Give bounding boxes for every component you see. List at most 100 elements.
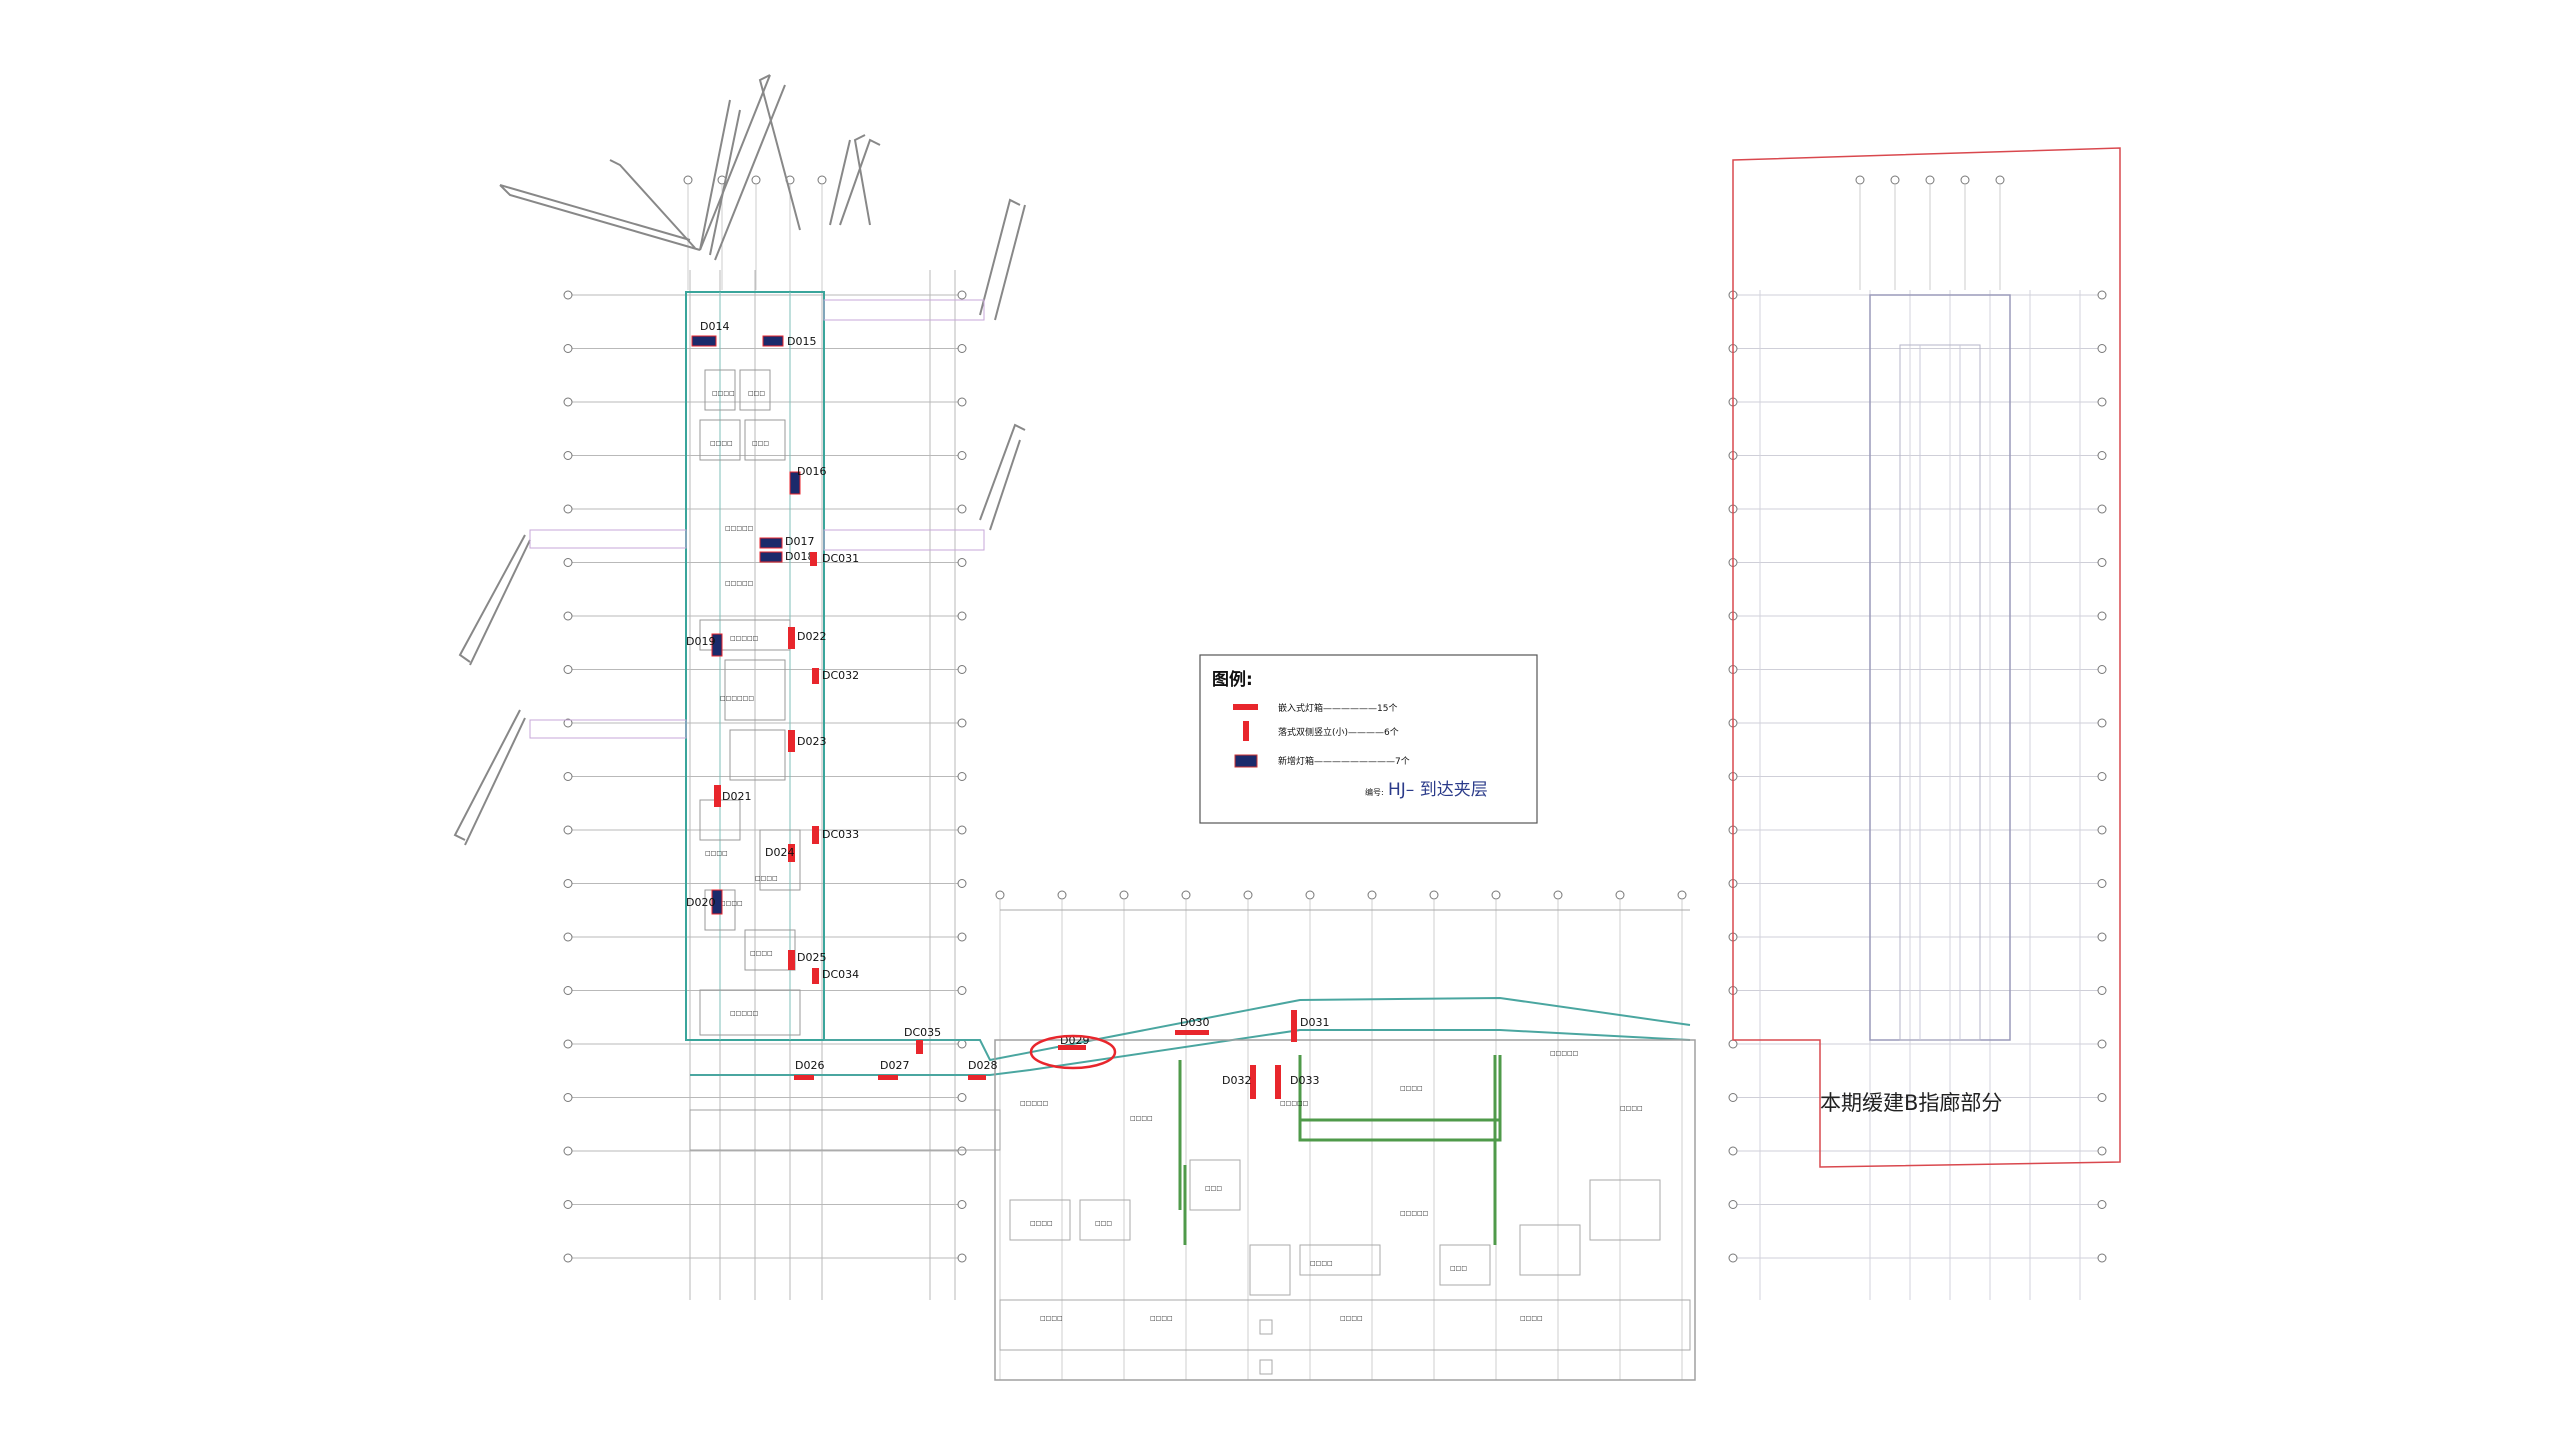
axis-bubble — [563, 665, 573, 674]
svg-text:□□□□: □□□□ — [710, 440, 733, 447]
legend-box: 图例: 嵌入式灯箱——————15个 落式双侧竖立(小)————6个 新增灯箱—… — [1199, 654, 1538, 824]
legend-swatch-standing — [1243, 721, 1249, 741]
axis-bubble — [1890, 175, 1900, 185]
axis-bubble — [563, 986, 573, 995]
axis-bubble — [1728, 1200, 1738, 1209]
svg-text:□□□□: □□□□ — [755, 875, 778, 882]
marker-dc031 — [810, 552, 817, 566]
axis-bubble — [957, 772, 967, 781]
axis-bubble — [957, 718, 967, 728]
left-pier: □□□□□□□ □□□□□□□ □□□□□□□□□□ □□□□□□□□□□□ □… — [529, 291, 985, 1041]
axis-bubble — [563, 825, 573, 835]
axis-bubble — [2097, 1146, 2107, 1156]
marker-label-dc033: DC033 — [822, 828, 859, 841]
axis-bubble — [563, 879, 573, 888]
axis-grid — [563, 175, 2107, 1380]
marker-d020 — [711, 889, 723, 915]
legend-item-embedded: 嵌入式灯箱——————15个 — [1278, 702, 1397, 714]
marker-d033 — [1275, 1065, 1281, 1099]
axis-bubble — [1243, 890, 1253, 900]
axis-bubble — [563, 1146, 573, 1156]
axis-bubble — [2097, 290, 2107, 300]
legend-swatch-embedded — [1233, 704, 1258, 710]
marker-label-d030: D030 — [1180, 1016, 1209, 1029]
svg-text:□□□□: □□□□ — [1150, 1315, 1173, 1322]
jet-bridges — [453, 74, 1026, 846]
axis-bubble — [2097, 1253, 2107, 1263]
axis-bubble — [1728, 1146, 1738, 1156]
marker-d029 — [1058, 1045, 1086, 1050]
marker-label-d023: D023 — [797, 735, 826, 748]
marker-d030 — [1175, 1030, 1209, 1035]
axis-bubble — [563, 344, 573, 353]
axis-bubble — [957, 451, 967, 460]
axis-bubble — [957, 1253, 967, 1263]
marker-dc035 — [916, 1040, 923, 1054]
axis-bubble — [957, 879, 967, 888]
axis-bubble — [563, 1093, 573, 1102]
axis-bubble — [957, 611, 967, 621]
svg-text:□□□: □□□ — [752, 440, 769, 447]
marker-label-d025: D025 — [797, 951, 826, 964]
marker-label-dc031: DC031 — [822, 552, 859, 565]
svg-text:□□□□: □□□□ — [720, 900, 743, 907]
marker-d021 — [714, 785, 721, 807]
axis-bubble — [1855, 175, 1865, 185]
axis-bubble — [563, 397, 573, 407]
axis-bubble — [957, 504, 967, 514]
deferred-note: 本期缓建B指廊部分 — [1820, 1091, 2002, 1115]
marker-label-d015: D015 — [787, 335, 816, 348]
svg-text:□□□□: □□□□ — [1040, 1315, 1063, 1322]
axis-bubble — [2097, 718, 2107, 728]
axis-bubble — [1367, 890, 1377, 900]
axis-bubble — [2097, 772, 2107, 781]
svg-text:□□□□: □□□□ — [1620, 1105, 1643, 1112]
marker-d028 — [968, 1075, 986, 1080]
axis-bubble — [1728, 1039, 1738, 1049]
axis-bubble — [563, 1039, 573, 1049]
axis-bubble — [563, 451, 573, 460]
axis-bubble — [1615, 890, 1625, 900]
svg-text:□□□□: □□□□ — [1520, 1315, 1543, 1322]
axis-bubble — [2097, 344, 2107, 353]
deferred-boundary — [1732, 147, 2121, 1168]
axis-bubble — [2097, 665, 2107, 674]
axis-bubble — [2097, 397, 2107, 407]
svg-text:□□□□: □□□□ — [1130, 1115, 1153, 1122]
axis-bubble — [2097, 611, 2107, 621]
marker-label-d020: D020 — [686, 896, 715, 909]
marker-d018 — [759, 551, 783, 563]
svg-text:□□□□: □□□□ — [705, 850, 728, 857]
axis-bubble — [563, 718, 573, 728]
axis-bubble — [957, 1146, 967, 1156]
marker-d015 — [762, 335, 784, 347]
central-block: □□□□□□□□□ □□□□□□□□□ □□□□□□□□□ □□□□□□ □□□… — [689, 1039, 1696, 1381]
marker-d017 — [759, 537, 783, 549]
marker-d024 — [788, 844, 795, 862]
axis-bubble — [2097, 451, 2107, 460]
svg-text:□□□: □□□ — [1450, 1265, 1467, 1272]
axis-bubble — [1960, 175, 1970, 185]
axis-bubble — [957, 825, 967, 835]
marker-label-d014: D014 — [700, 320, 729, 333]
svg-text:□□□□: □□□□ — [712, 390, 735, 397]
legend-item-new: 新增灯箱—————————7个 — [1278, 755, 1410, 767]
marker-label-d018: D018 — [785, 550, 814, 563]
axis-bubble — [957, 290, 967, 300]
marker-label-d027: D027 — [880, 1059, 909, 1072]
marker-d032 — [1250, 1065, 1256, 1099]
axis-bubble — [563, 611, 573, 621]
axis-bubble — [2097, 932, 2107, 942]
corridor — [690, 996, 1691, 1076]
legend-code: HJ– 到达夹层 — [1388, 780, 1488, 800]
legend-code-prefix: 编号: — [1365, 787, 1384, 797]
legend-title: 图例: — [1212, 669, 1253, 690]
svg-text:□□□□: □□□□ — [750, 950, 773, 957]
axis-bubble — [2097, 986, 2107, 995]
svg-text:□□□□□: □□□□□ — [730, 635, 758, 642]
svg-text:□□□: □□□ — [1095, 1220, 1112, 1227]
axis-bubble — [1305, 890, 1315, 900]
axis-bubble — [2097, 1093, 2107, 1102]
marker-d027 — [878, 1075, 898, 1080]
